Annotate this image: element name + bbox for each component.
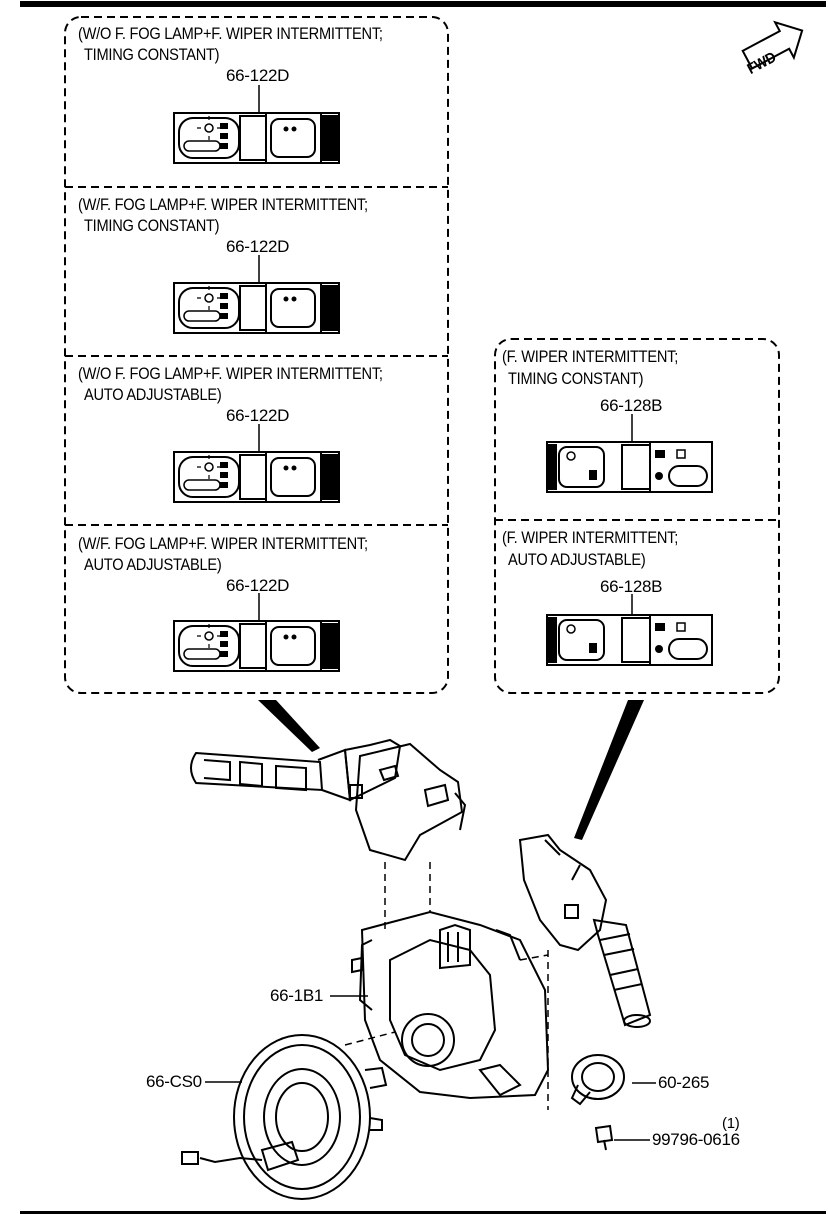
- combination-switch-callout: 66-1B1: [270, 986, 324, 1005]
- clock-spring-callout: 66-CS0: [146, 1072, 202, 1091]
- cancel-cam-callout: 60-265: [658, 1073, 710, 1092]
- variant-5-condition-line1: (F. WIPER INTERMITTENT;: [502, 347, 679, 366]
- variant-4-part-number: 66-122D: [226, 576, 290, 595]
- variant-6-part-number: 66-128B: [600, 577, 663, 596]
- variant-3-condition-line1: (W/O F. FOG LAMP+F. WIPER INTERMITTENT;: [78, 364, 383, 383]
- variant-2-part-number: 66-122D: [226, 237, 290, 256]
- variant-1-part-number: 66-122D: [226, 66, 290, 85]
- variant-2-condition-line2: TIMING CONSTANT): [84, 216, 220, 235]
- variant-4-condition-line2: AUTO ADJUSTABLE): [84, 555, 222, 574]
- variant-4-condition-line1: (W/F. FOG LAMP+F. WIPER INTERMITTENT;: [78, 534, 368, 553]
- screw-quantity: (1): [722, 1115, 740, 1132]
- variant-3-condition-line2: AUTO ADJUSTABLE): [84, 385, 222, 404]
- variant-2-condition-line1: (W/F. FOG LAMP+F. WIPER INTERMITTENT;: [78, 195, 368, 214]
- variant-1-condition-line2: TIMING CONSTANT): [84, 45, 220, 64]
- variant-3-part-number: 66-122D: [226, 406, 290, 425]
- variant-5-part-number: 66-128B: [600, 396, 663, 415]
- variant-6-condition-line1: (F. WIPER INTERMITTENT;: [502, 528, 679, 547]
- variant-5-condition-line2: TIMING CONSTANT): [508, 369, 644, 388]
- screw-callout: 99796-0616: [652, 1130, 740, 1149]
- variant-6-condition-line2: AUTO ADJUSTABLE): [508, 550, 646, 569]
- variant-1-condition-line1: (W/O F. FOG LAMP+F. WIPER INTERMITTENT;: [78, 24, 383, 43]
